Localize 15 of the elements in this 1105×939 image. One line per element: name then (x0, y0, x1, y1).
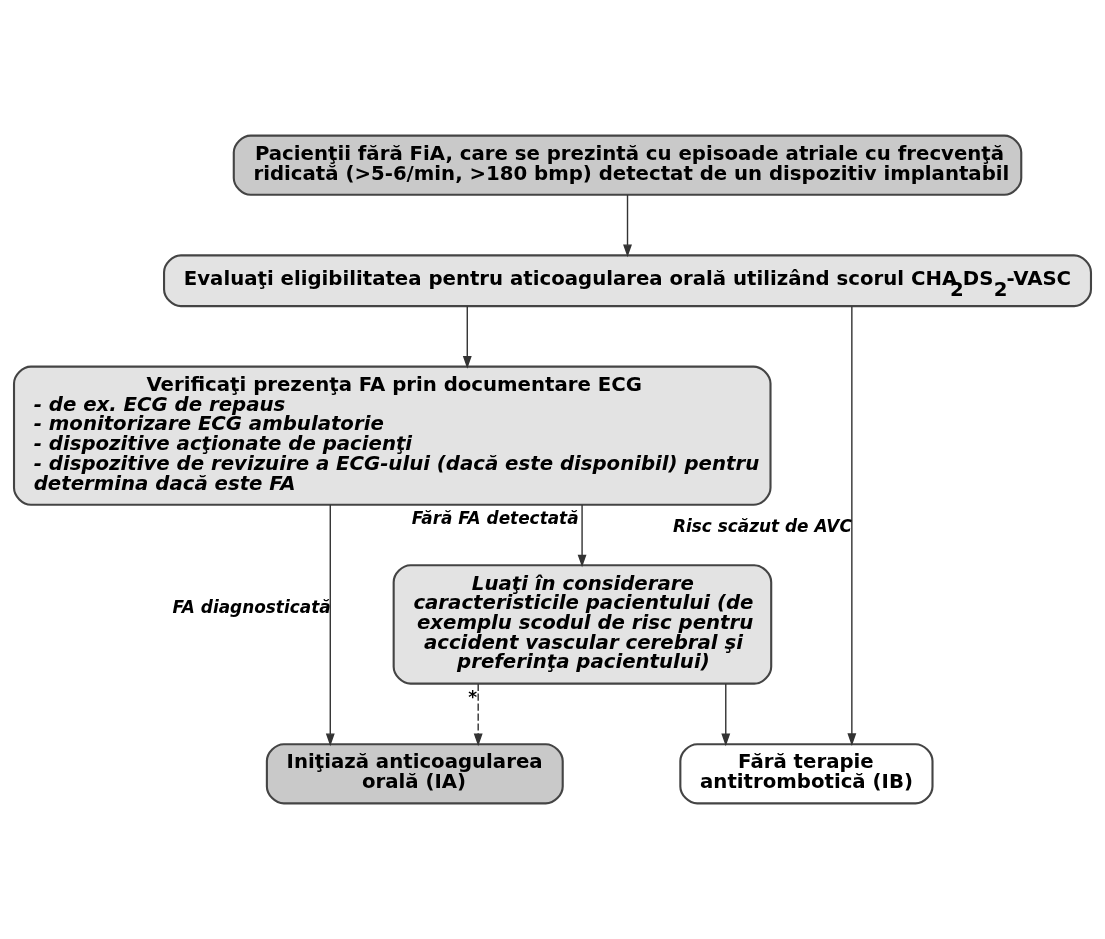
node-box: Luaţi în considerare caracteristicile pacientului (de exemplu scodul de risc pentru accident vascular cerebral şi preferinţa pacientului) (392, 564, 773, 685)
arrow (577, 504, 587, 568)
arrow (473, 683, 483, 747)
arrow (847, 305, 857, 747)
arrow (623, 194, 632, 258)
arrow (721, 683, 731, 747)
node-box: Fără terapie antitrombotică (IB) (679, 743, 934, 805)
node-box: Verificaţi prezenţa FA prin documentare ECG - de ex. ECG de repaus - monitorizare ECG ambulatorie - dispozitive acţionate de pacienţi - dispozitive de revizuire a ECG-ului (dacă este disponibil) pentru determina dacă este FA (12, 365, 772, 506)
node-box: Pacienţii fără FiA, care se prezintă cu episoade atriale cu frecvenţă ridicată (>5-6/min, >180 bmp) detectat de un dispozitiv implantabil (232, 134, 1023, 196)
edge-label: Fără FA detectată (411, 507, 579, 528)
arrow (325, 504, 335, 747)
arrow (462, 305, 472, 369)
edge-label: * (468, 686, 478, 707)
node-box: Iniţiază anticoagularea orală (IA) (265, 743, 564, 805)
edge-label: FA diagnosticată (172, 597, 331, 618)
